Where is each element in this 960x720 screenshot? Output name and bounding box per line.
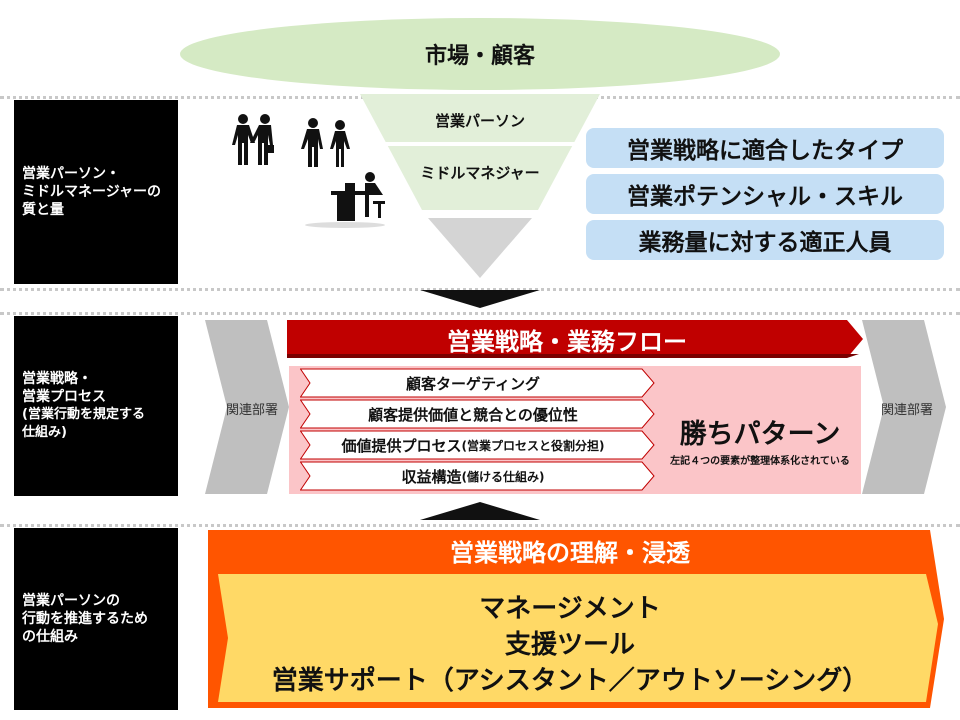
support-item-sales-support: 営業サポート（アシスタント／アウトソーシング）	[271, 666, 869, 696]
section1-label-line-2: ミドルマネージャーの	[22, 184, 162, 200]
element-value-advantage: 顧客提供価値と競合との優位性	[300, 400, 646, 428]
section2-note-line-1: (営業行動を規定する	[22, 407, 145, 422]
related-dept-left: 関連部署	[226, 403, 279, 418]
requirement-staffing-text: 業務量に対する適正人員	[638, 230, 892, 256]
section2-label-box: 営業戦略・ 営業プロセス (営業行動を規定する 仕組み)	[14, 316, 178, 496]
requirement-pill-skill: 営業ポテンシャル・スキル	[586, 174, 944, 214]
right-chevron-shape	[862, 320, 946, 494]
funnel-level-middle-manager: ミドルマネジャー	[420, 164, 540, 182]
section3-label-line-3: の仕組み	[22, 629, 78, 645]
element-4-sub: (儲ける仕組み)	[461, 469, 545, 484]
business-people-icon	[232, 114, 385, 228]
separator-lower	[0, 524, 960, 527]
section1-label-line-3: 質と量	[22, 202, 64, 218]
funnel-triangle	[360, 94, 600, 278]
strategy-flow-header: 営業戦略・業務フロー	[447, 327, 687, 356]
related-dept-right: 関連部署	[881, 403, 934, 418]
winning-pattern-title: 勝ちパターン	[679, 419, 841, 450]
support-mechanism-shape	[208, 530, 944, 708]
section2-label-line-2: 営業プロセス	[22, 389, 106, 405]
strategy-flow-header-shape	[287, 320, 863, 358]
market-customer-oval: 市場・顧客	[180, 18, 780, 90]
requirement-skill-text: 営業ポテンシャル・スキル	[627, 184, 903, 210]
winning-pattern-note: 左記４つの要素が整理体系化されている	[670, 456, 850, 467]
funnel-level-sales-person: 営業パーソン	[434, 112, 525, 130]
element-value-process: 価値提供プロセス(営業プロセスと役割分担)	[300, 431, 646, 459]
section3-label-line-2: 行動を推進するため	[22, 611, 148, 627]
section1-label-line-1: 営業パーソン・	[22, 166, 120, 182]
up-arrow-icon	[420, 502, 540, 520]
support-item-tools: 支援ツール	[504, 630, 635, 660]
requirement-pill-type: 営業戦略に適合したタイプ	[586, 128, 944, 168]
section1-label-box: 営業パーソン・ ミドルマネージャーの 質と量	[14, 100, 178, 284]
section2-note-line-2: 仕組み)	[22, 425, 67, 440]
strategy-understanding-header: 営業戦略の理解・浸透	[450, 538, 690, 567]
left-chevron-shape	[205, 320, 289, 494]
element-revenue-structure: 収益構造(儲ける仕組み)	[300, 462, 646, 490]
element-2-main: 顧客提供価値と競合との優位性	[368, 405, 578, 424]
down-arrow-icon	[420, 290, 540, 308]
requirement-type-text: 営業戦略に適合したタイプ	[627, 138, 903, 164]
element-3-sub: (営業プロセスと役割分担)	[461, 438, 605, 453]
element-customer-targeting: 顧客ターゲティング	[300, 369, 646, 397]
support-item-management: マネージメント	[479, 594, 661, 624]
element-3-main: 価値提供プロセス	[341, 436, 462, 455]
separator-middle-2	[0, 312, 960, 315]
section3-label-box: 営業パーソンの 行動を推進するため の仕組み	[14, 528, 178, 710]
element-bars-shapes	[300, 368, 655, 491]
section3-label-line-1: 営業パーソンの	[22, 593, 120, 609]
market-customer-label: 市場・顧客	[424, 44, 535, 69]
element-1-main: 顧客ターゲティング	[405, 374, 541, 393]
element-4-main: 収益構造	[401, 467, 462, 486]
requirement-pill-staffing: 業務量に対する適正人員	[586, 220, 944, 260]
section2-label-line-1: 営業戦略・	[22, 371, 92, 387]
separator-middle-1	[0, 288, 960, 291]
